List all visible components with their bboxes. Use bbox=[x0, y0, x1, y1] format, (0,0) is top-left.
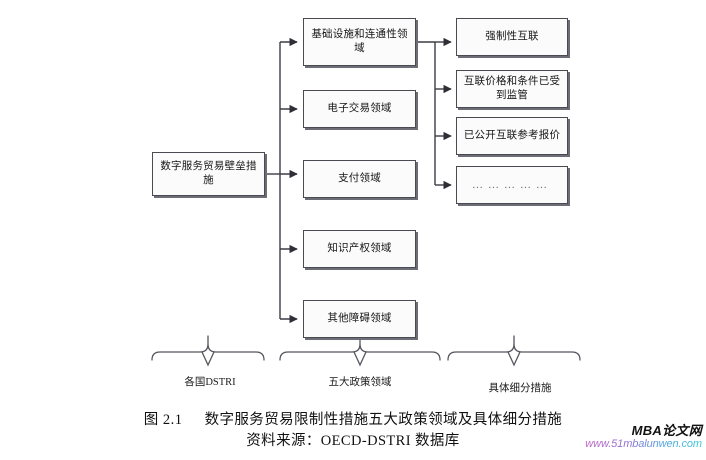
node-root-label: 数字服务贸易壁垒措施 bbox=[160, 160, 257, 186]
brace-label-specific-measures: 具体细分措施 bbox=[488, 383, 552, 394]
node-measure-mandatory-interconnection: 强制性互联 bbox=[456, 18, 568, 56]
figure-number: 图 2.1 bbox=[143, 412, 183, 428]
node-policy-area-other-barriers: 其他障碍领域 bbox=[303, 300, 416, 338]
watermark-brand: MBA论文网 bbox=[631, 423, 702, 438]
node-label: 强制性互联 bbox=[485, 30, 539, 42]
node-measure-regulated-interconnection-price: 互联价格和条件已受到监管 bbox=[456, 70, 568, 108]
figure-caption: 图 2.1 数字服务贸易限制性措施五大政策领域及具体细分措施 bbox=[0, 408, 706, 429]
brace-label-country-dstri: 各国DSTRI bbox=[184, 377, 236, 388]
node-label: 基础设施和连通性领域 bbox=[311, 28, 408, 54]
node-label: 电子交易领域 bbox=[327, 102, 392, 114]
node-label: 其他障碍领域 bbox=[327, 312, 392, 324]
node-policy-area-infrastructure: 基础设施和连通性领域 bbox=[303, 18, 416, 66]
watermark-url: www.51mbalunwen.com bbox=[580, 438, 702, 451]
figure-title: 数字服务贸易限制性措施五大政策领域及具体细分措施 bbox=[204, 412, 563, 428]
node-label: 已公开互联参考报价 bbox=[463, 129, 561, 141]
node-label: 知识产权领域 bbox=[327, 242, 392, 254]
node-measure-published-reference-offer: 已公开互联参考报价 bbox=[456, 117, 568, 155]
node-measure-ellipsis: …………… bbox=[456, 166, 568, 204]
node-policy-area-ip: 知识产权领域 bbox=[303, 230, 416, 268]
watermark: MBA论文网 www.51mbalunwen.com bbox=[580, 423, 702, 451]
ellipsis-text: …………… bbox=[472, 178, 552, 191]
figure-source: 资料来源：OECD-DSTRI 数据库 bbox=[246, 433, 460, 449]
node-root: 数字服务贸易壁垒措施 bbox=[152, 152, 265, 196]
node-policy-area-payment: 支付领域 bbox=[303, 160, 416, 198]
node-policy-area-ecommerce: 电子交易领域 bbox=[303, 90, 416, 128]
node-label: 支付领域 bbox=[338, 172, 381, 184]
node-label: 互联价格和条件已受到监管 bbox=[463, 75, 561, 101]
brace-label-five-policy-areas: 五大政策领域 bbox=[328, 377, 392, 388]
